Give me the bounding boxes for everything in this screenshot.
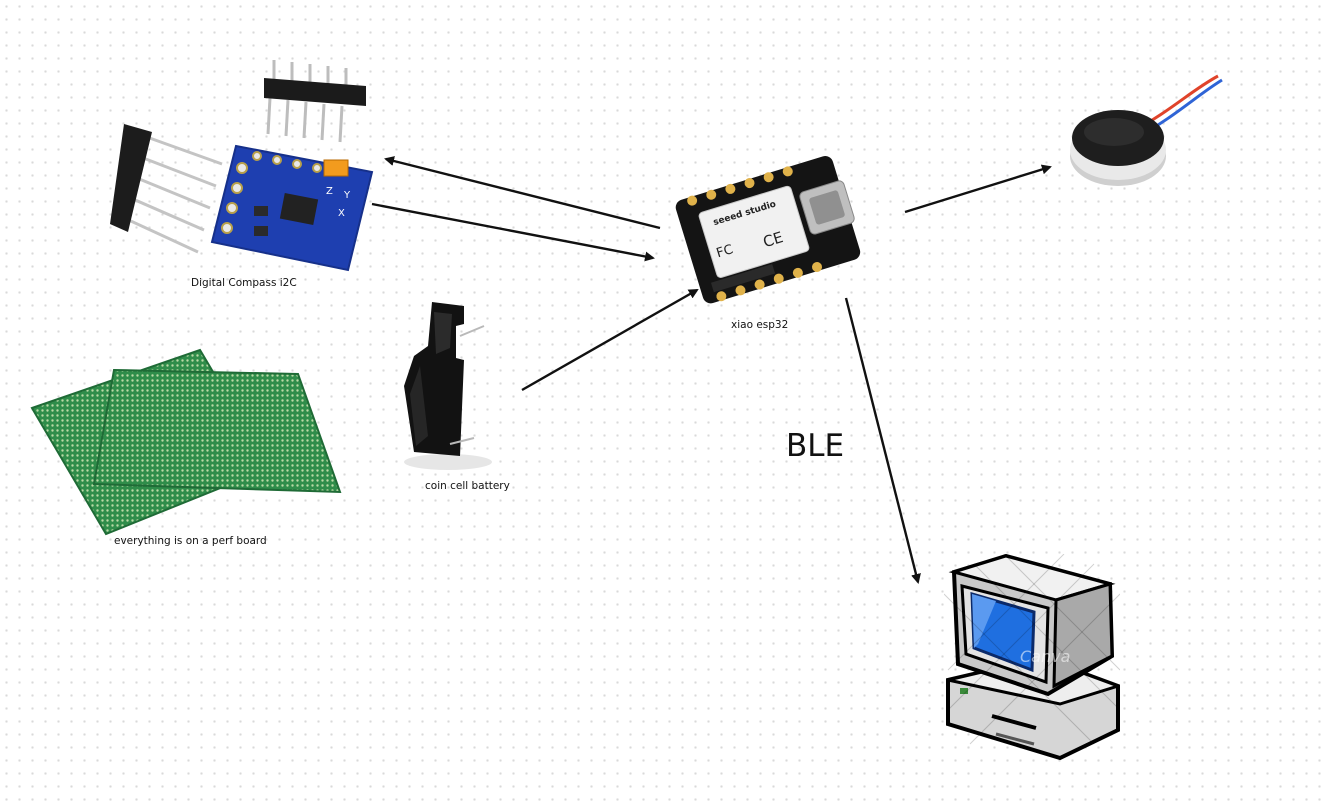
arrow-battery-to-xiao [521,288,699,392]
perfboard-icon [30,348,342,536]
arrow-xiao-to-compass [384,156,661,230]
perfboard-label: everything is on a perf board [114,535,267,547]
canva-watermark: Canva [1020,647,1070,666]
xiao-ce-mark: CE [761,228,785,251]
computer-icon: Canva [943,553,1123,761]
arrow-compass-to-xiao [371,202,655,262]
battery-holder-icon [404,302,492,470]
compass-axis-z: Z [326,186,333,197]
computer: Canva [943,553,1123,761]
xiao-esp32-board-icon: seeed studio FC CE [675,156,861,304]
arrow-xiao-to-motor [904,164,1052,214]
vibration-motor-icon [1070,74,1223,186]
ble-label: BLE [786,428,845,464]
compass-module: Z Y X [104,56,380,276]
compass-axis-x: X [338,208,345,219]
compass-module-icon: Z Y X [110,60,374,272]
battery-label: coin cell battery [425,480,510,492]
vibration-motor [1062,70,1226,194]
battery-holder [390,296,526,474]
xiao-label: xiao esp32 [731,319,789,331]
xiao-esp32-board: seeed studio FC CE [668,150,866,310]
xiao-fc-mark: FC [715,242,735,261]
compass-axis-y: Y [343,190,351,201]
arrow-xiao-to-computer [844,297,921,584]
compass-label: Digital Compass i2C [191,277,297,289]
perfboard [30,348,342,538]
